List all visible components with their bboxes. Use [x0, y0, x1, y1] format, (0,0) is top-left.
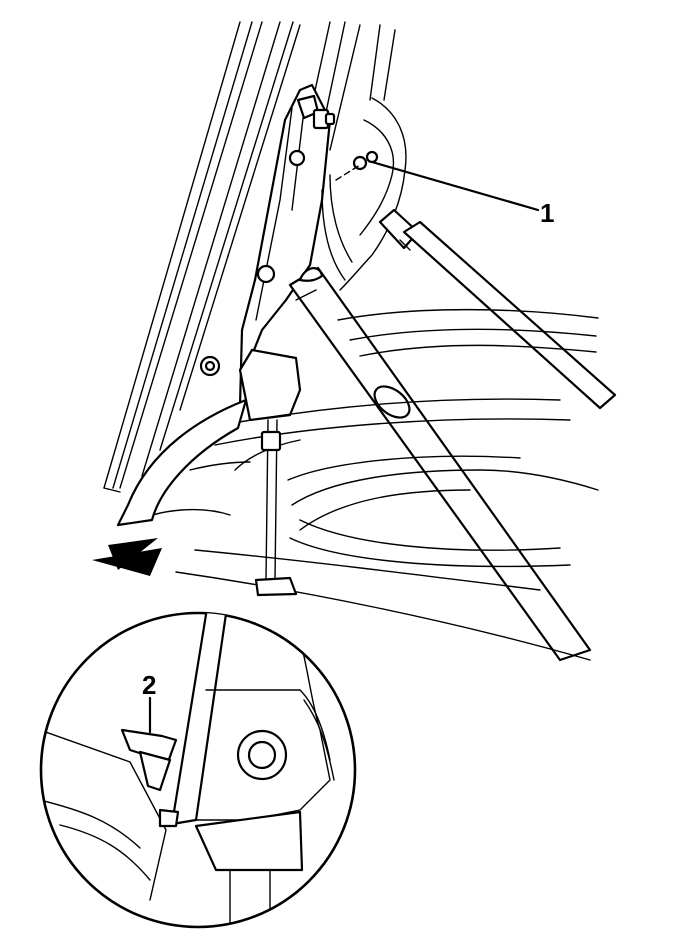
- hinge-bracket: [238, 83, 332, 422]
- gas-strut: [378, 208, 617, 410]
- callout-2-label: 2: [142, 670, 156, 700]
- callout-1-leader: [370, 160, 540, 212]
- curved-arrow-icon: [92, 398, 248, 576]
- panel-grommet: [199, 355, 221, 377]
- detail-view: 2: [39, 611, 357, 929]
- main-view: 1: [103, 21, 617, 662]
- hold-open-rod: [254, 419, 298, 597]
- callout-1-dash: [335, 164, 361, 181]
- support-rod: [288, 266, 592, 662]
- callout-1-label: 1: [540, 198, 554, 228]
- inner-body-panel: [321, 97, 407, 291]
- liftgate-panel-edge: [103, 21, 301, 493]
- hinge-stud: [296, 94, 336, 130]
